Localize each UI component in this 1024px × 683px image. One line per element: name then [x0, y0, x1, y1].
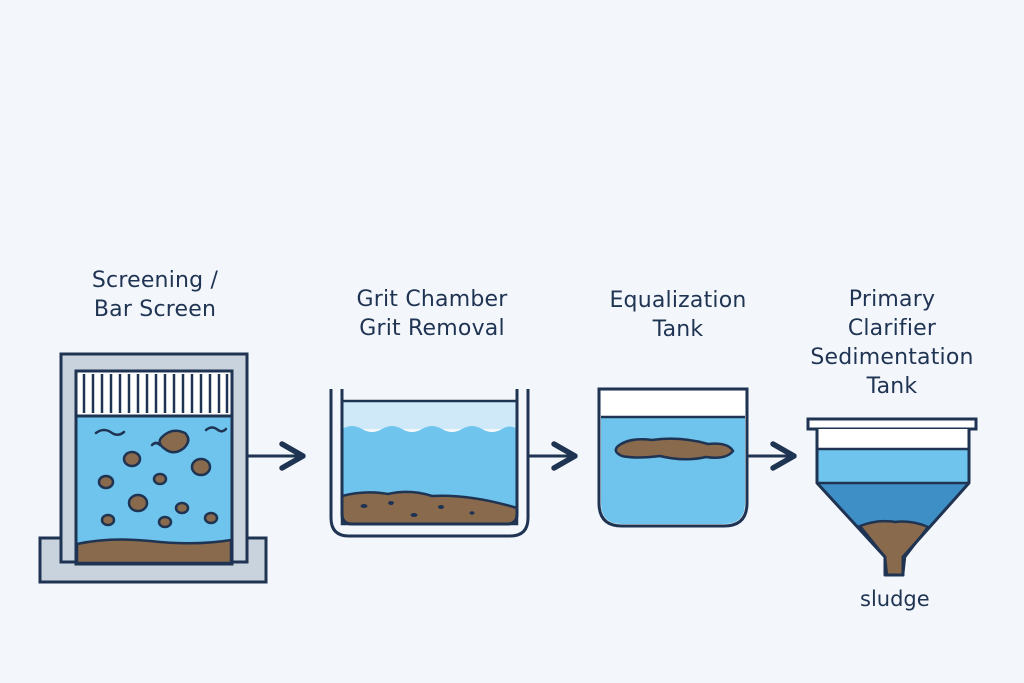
grit-chamber-inner-wall: [340, 389, 519, 526]
equalization-air-space: [601, 391, 745, 417]
clarifier-upper-water: [817, 449, 969, 483]
bar-screen-tank: [38, 352, 268, 584]
equalization-tank-wall: [597, 387, 749, 528]
clarifier-top-rim: [806, 417, 978, 431]
stage-label-equalization: Equalization Tank: [578, 286, 778, 344]
stage-label-line: Screening /: [91, 268, 219, 293]
stage-label-screening: Screening / Bar Screen: [55, 266, 255, 324]
stage-label-grit-chamber: Grit Chamber Grit Removal: [322, 285, 542, 343]
stage-label-line: Equalization: [609, 288, 747, 313]
clarifier-air-space: [817, 429, 969, 449]
clarifier-wall: [815, 429, 971, 577]
debris-particles: [97, 429, 219, 529]
grit-particles: [360, 501, 475, 517]
stage-label-line: Clarifier: [847, 316, 937, 341]
equalization-tank: [597, 387, 749, 528]
equalization-water: [601, 417, 745, 524]
primary-clarifier-tank: [806, 417, 978, 577]
grit-chamber-sludge-layer: [340, 490, 519, 526]
stage-label-line: Grit Removal: [359, 316, 505, 341]
grit-chamber-air-space: [342, 401, 517, 429]
clarifier-sludge: [857, 519, 930, 577]
stage-label-primary-clarifier: Primary Clarifier Sedimentation Tank: [792, 285, 992, 401]
stage-label-line: Bar Screen: [93, 297, 217, 322]
sludge-label: sludge: [860, 587, 930, 611]
stage-label-line: Sedimentation: [810, 345, 974, 370]
grit-chamber-tank: [329, 389, 530, 538]
bar-screen-grate: [74, 369, 234, 418]
grit-chamber-outer-wall: [329, 389, 530, 538]
equalization-scum-layer: [614, 437, 735, 461]
stage-label-line: Tank: [652, 317, 704, 342]
stage-label-line: Grit Chamber: [356, 287, 508, 312]
bar-screen-sludge-layer: [75, 538, 233, 565]
grate-bars: [82, 374, 229, 413]
clarifier-cone-water: [817, 483, 969, 557]
stage-label-line: Primary: [848, 287, 936, 312]
stage-label-line: Tank: [866, 374, 918, 399]
